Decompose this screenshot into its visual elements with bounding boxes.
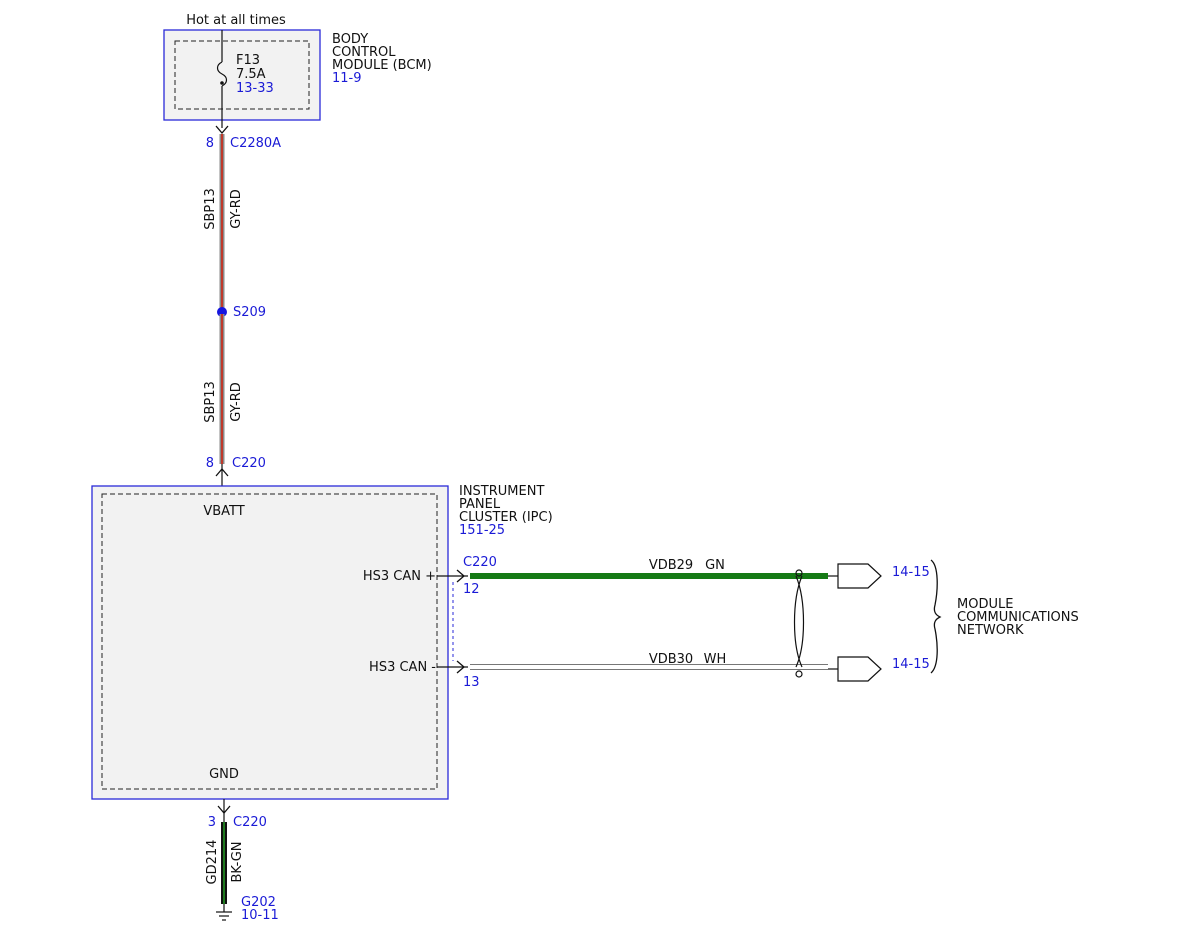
connector-c220-vbatt-pin: 8: [206, 456, 214, 471]
connector-c2280a-name[interactable]: C2280A: [230, 136, 281, 151]
wire-vdb30-color: WH: [704, 652, 727, 667]
network-name-line-2: COMMUNICATIONS: [957, 610, 1079, 625]
vdb30-continuation-flag-icon[interactable]: [837, 656, 882, 682]
power-source-label: Hot at all times: [186, 13, 286, 28]
network-brace-icon: [930, 559, 942, 674]
bcm-name-line-2: CONTROL: [332, 45, 396, 60]
ground-page-ref[interactable]: 10-11: [241, 908, 279, 923]
bcm-module[interactable]: [163, 29, 321, 121]
ipc-name-line-2: PANEL: [459, 497, 501, 512]
connector-c2280a-arrow-icon: [215, 125, 229, 134]
wire-segment-2-color: GY-RD: [229, 382, 244, 422]
connector-c220-vbatt-arrow-icon: [215, 468, 229, 477]
fuse-rating: 7.5A: [236, 67, 266, 82]
network-name-line-3: NETWORK: [957, 623, 1024, 638]
ipc-name-line-3: CLUSTER (IPC): [459, 510, 553, 525]
can-connector-name[interactable]: C220: [463, 555, 497, 570]
bcm-name-line-3: MODULE (BCM): [332, 58, 432, 73]
bcm-outline: [163, 29, 321, 121]
wire-vdb30-circuit: VDB30: [649, 652, 693, 667]
wire-vdb29-circuit: VDB29: [649, 558, 693, 573]
ipc-outline: [91, 485, 449, 800]
fuse-icon[interactable]: [216, 61, 228, 87]
bcm-name-line-1: BODY: [332, 32, 368, 47]
fuse-page-ref[interactable]: 13-33: [236, 81, 274, 96]
vdb30-page-ref[interactable]: 14-15: [892, 657, 930, 672]
connector-c220-gnd-name[interactable]: C220: [233, 815, 267, 830]
fuse-name: F13: [236, 53, 260, 68]
wire-segment-1-circuit: SBP13: [203, 188, 218, 230]
ipc-name-line-1: INSTRUMENT: [459, 484, 544, 499]
ipc-inner-dashed: [101, 493, 438, 790]
ipc-can-plus-label: HS3 CAN +: [363, 569, 436, 584]
vdb29-page-ref[interactable]: 14-15: [892, 565, 930, 580]
bcm-inner-dashed: [174, 40, 310, 110]
wire-segment-1-color: GY-RD: [229, 189, 244, 229]
can-plus-arrow-icon: [456, 569, 465, 583]
can-minus-arrow-icon: [456, 660, 465, 674]
vdb29-continuation-flag-icon[interactable]: [837, 563, 882, 589]
connector-c220-vbatt-name[interactable]: C220: [232, 456, 266, 471]
ipc-page-ref[interactable]: 151-25: [459, 523, 505, 538]
connector-c2280a-pin: 8: [206, 136, 214, 151]
connector-c220-gnd-pin: 3: [208, 815, 216, 830]
connector-c220-gnd-arrow-icon: [217, 805, 231, 814]
ground-wire-circuit: GD214: [205, 840, 220, 885]
ground-name[interactable]: G202: [241, 895, 276, 910]
ipc-can-minus-label: HS3 CAN -: [369, 660, 436, 675]
twisted-pair-icon: [793, 569, 805, 678]
fuse-terminal-dot: [220, 81, 224, 85]
network-name-line-1: MODULE: [957, 597, 1013, 612]
can-connector-pin-plus: 12: [463, 582, 480, 597]
wire-segment-2-circuit: SBP13: [203, 381, 218, 423]
can-connector-pin-minus: 13: [463, 675, 480, 690]
splice-name[interactable]: S209: [233, 305, 266, 320]
ground-wire-color: BK-GN: [230, 841, 245, 882]
bcm-page-ref[interactable]: 11-9: [332, 71, 362, 86]
ipc-gnd-label: GND: [209, 767, 239, 782]
wire-vdb29-color: GN: [705, 558, 725, 573]
ipc-vbatt-label: VBATT: [203, 504, 244, 519]
ipc-module[interactable]: [91, 485, 449, 800]
ground-symbol-icon: [216, 904, 232, 921]
